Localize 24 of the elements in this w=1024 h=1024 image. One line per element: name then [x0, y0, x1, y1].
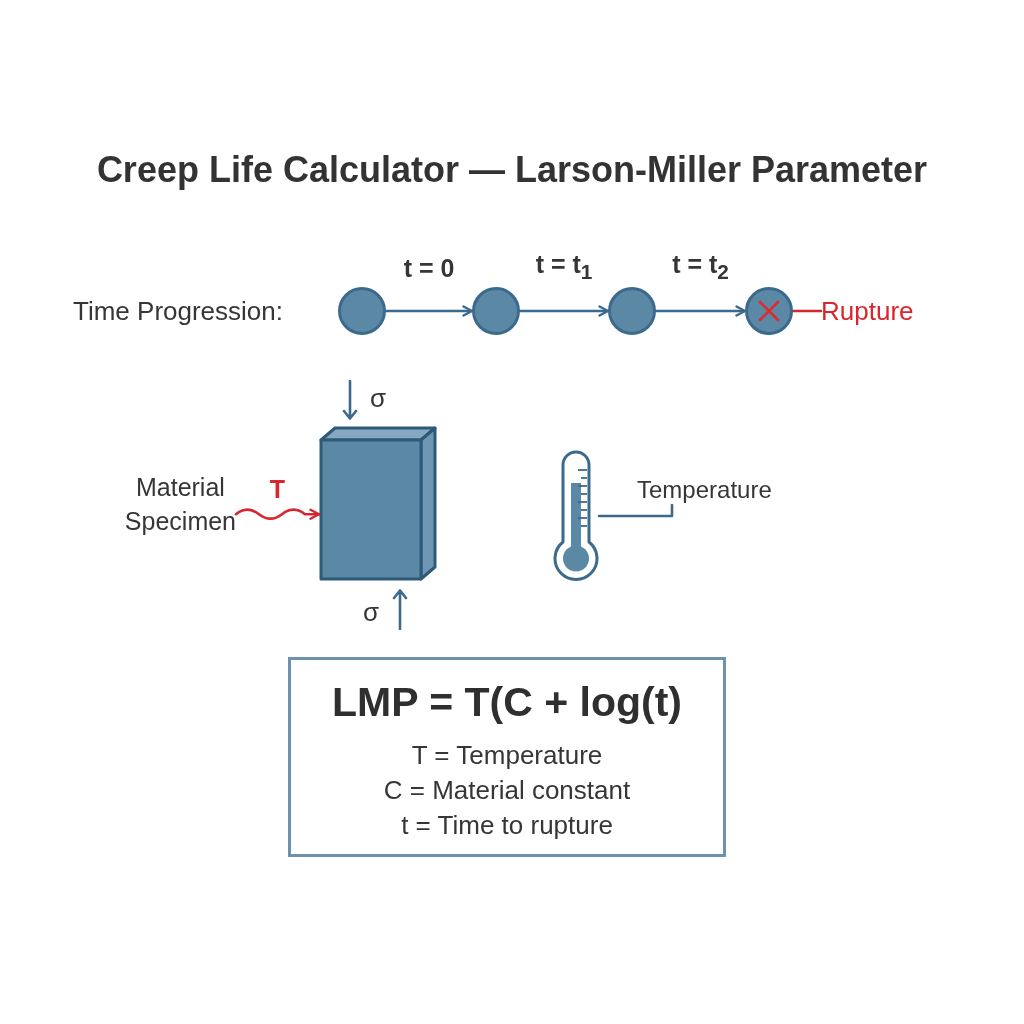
timeline-circle: [745, 287, 793, 335]
definition-text: C = Material constant: [383, 774, 631, 807]
definition-text: t = Time to rupture: [401, 809, 613, 842]
temperature-label: Temperature: [637, 475, 772, 505]
stress-symbol: σ: [363, 597, 380, 627]
thermometer-icon: [553, 450, 599, 582]
arrow: [384, 305, 474, 317]
stress-symbol: σ: [370, 383, 387, 413]
rupture-label: Rupture: [821, 296, 914, 326]
timeline-circle: [472, 287, 520, 335]
wavy-arrow: [234, 508, 321, 520]
formula-text: LMP = T(C + log(t): [332, 678, 682, 726]
arrow: [654, 305, 747, 317]
section-label: Time Progression:: [73, 296, 283, 326]
timeline-circle: [338, 287, 386, 335]
timeline-circle: [608, 287, 656, 335]
arrow: [518, 305, 610, 317]
leader-line: [597, 503, 674, 518]
definition-text: T = Temperature: [411, 739, 603, 772]
specimen-label: Material Specimen: [124, 470, 236, 538]
title: Creep Life Calculator — Larson-Miller Parameter: [96, 148, 928, 192]
specimen-block: [319, 426, 437, 581]
formula-box: [288, 657, 726, 857]
leader-line: [791, 309, 823, 313]
